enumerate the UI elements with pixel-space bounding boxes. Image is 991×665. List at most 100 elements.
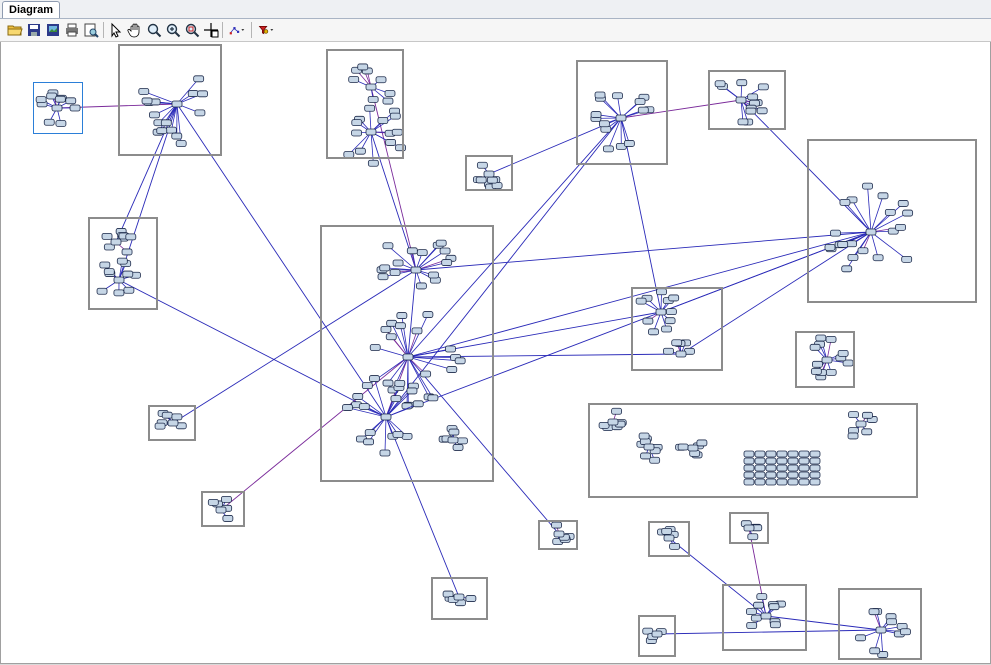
- graph-node[interactable]: [902, 209, 914, 217]
- graph-node[interactable]: [96, 287, 108, 295]
- graph-node[interactable]: [402, 353, 414, 361]
- graph-node[interactable]: [736, 79, 748, 87]
- graph-node[interactable]: [354, 147, 366, 155]
- graph-node[interactable]: [809, 478, 821, 486]
- graph-node[interactable]: [551, 521, 562, 529]
- graph-node[interactable]: [664, 317, 676, 325]
- save-image-icon[interactable]: [44, 21, 62, 39]
- graph-node[interactable]: [671, 339, 683, 347]
- graph-node[interactable]: [862, 411, 873, 419]
- cluster-frame[interactable]: [320, 225, 494, 482]
- layout-icon[interactable]: [226, 21, 248, 39]
- graph-node[interactable]: [855, 420, 867, 428]
- graph-node[interactable]: [222, 515, 234, 522]
- cluster-frame[interactable]: [148, 405, 196, 441]
- graph-node[interactable]: [171, 100, 183, 108]
- graph-node[interactable]: [445, 345, 456, 353]
- graph-node[interactable]: [385, 333, 397, 341]
- graph-node[interactable]: [847, 254, 859, 261]
- graph-node[interactable]: [638, 432, 650, 440]
- graph-node[interactable]: [847, 432, 859, 440]
- graph-node[interactable]: [798, 450, 810, 458]
- graph-node[interactable]: [635, 297, 647, 305]
- graph-node[interactable]: [753, 601, 764, 609]
- graph-node[interactable]: [379, 449, 391, 457]
- graph-node[interactable]: [663, 347, 674, 355]
- cluster-frame[interactable]: [838, 588, 922, 660]
- graph-node[interactable]: [364, 429, 376, 437]
- move-node-icon[interactable]: [202, 21, 220, 39]
- graph-node[interactable]: [877, 192, 889, 200]
- graph-node[interactable]: [869, 647, 881, 655]
- graph-node[interactable]: [54, 95, 66, 103]
- graph-node[interactable]: [364, 104, 376, 112]
- graph-node[interactable]: [669, 543, 680, 550]
- graph-node[interactable]: [897, 200, 909, 207]
- graph-node[interactable]: [365, 128, 377, 136]
- graph-node[interactable]: [651, 630, 663, 638]
- graph-node[interactable]: [607, 418, 619, 426]
- graph-node[interactable]: [875, 626, 887, 634]
- graph-node[interactable]: [798, 478, 810, 486]
- graph-node[interactable]: [809, 464, 821, 472]
- graph-node[interactable]: [446, 366, 458, 373]
- graph-node[interactable]: [787, 464, 799, 472]
- graph-node[interactable]: [65, 97, 77, 105]
- zoom-in-icon[interactable]: [164, 21, 182, 39]
- cluster-frame[interactable]: [465, 155, 513, 191]
- graph-node[interactable]: [760, 612, 772, 620]
- graph-node[interactable]: [776, 464, 788, 472]
- graph-node[interactable]: [406, 247, 418, 255]
- cluster-frame[interactable]: [648, 521, 690, 557]
- graph-node[interactable]: [476, 161, 488, 169]
- graph-node[interactable]: [757, 83, 769, 91]
- graph-node[interactable]: [746, 608, 757, 615]
- graph-node[interactable]: [382, 379, 394, 387]
- graph-node[interactable]: [857, 247, 869, 255]
- cluster-frame[interactable]: [708, 70, 786, 130]
- graph-node[interactable]: [776, 471, 788, 479]
- graph-node[interactable]: [465, 595, 477, 602]
- cluster-frame[interactable]: [118, 44, 222, 156]
- graph-node[interactable]: [377, 273, 389, 281]
- graph-node[interactable]: [861, 428, 873, 436]
- graph-node[interactable]: [415, 282, 427, 290]
- graph-node[interactable]: [754, 471, 766, 479]
- graph-node[interactable]: [351, 129, 362, 137]
- graph-node[interactable]: [747, 533, 759, 541]
- graph-node[interactable]: [110, 238, 122, 246]
- graph-node[interactable]: [809, 457, 821, 465]
- graph-node[interactable]: [768, 603, 780, 611]
- graph-node[interactable]: [765, 478, 777, 486]
- graph-node[interactable]: [798, 464, 810, 472]
- graph-node[interactable]: [598, 421, 610, 429]
- graph-node[interactable]: [352, 393, 364, 400]
- cluster-frame[interactable]: [576, 60, 668, 165]
- graph-node[interactable]: [754, 478, 766, 486]
- graph-node[interactable]: [841, 265, 853, 273]
- cluster-frame[interactable]: [88, 217, 158, 310]
- graph-node[interactable]: [663, 534, 675, 542]
- graph-node[interactable]: [598, 120, 610, 128]
- graph-node[interactable]: [855, 634, 866, 642]
- graph-node[interactable]: [380, 325, 392, 333]
- graph-node[interactable]: [358, 403, 370, 411]
- graph-node[interactable]: [193, 75, 205, 83]
- graph-node[interactable]: [901, 255, 913, 263]
- cluster-frame[interactable]: [638, 615, 676, 657]
- graph-node[interactable]: [756, 107, 768, 115]
- graph-node[interactable]: [35, 96, 47, 104]
- zoom-icon[interactable]: [145, 21, 163, 39]
- graph-node[interactable]: [776, 450, 788, 458]
- filter-icon[interactable]: [255, 21, 277, 39]
- graph-node[interactable]: [553, 530, 565, 538]
- graph-node[interactable]: [872, 254, 884, 262]
- graph-node[interactable]: [428, 271, 439, 279]
- graph-node[interactable]: [809, 450, 821, 458]
- graph-node[interactable]: [825, 336, 837, 343]
- graph-node[interactable]: [194, 109, 206, 117]
- graph-node[interactable]: [389, 112, 401, 120]
- graph-node[interactable]: [483, 170, 495, 178]
- graph-node[interactable]: [787, 450, 799, 458]
- diagram-canvas[interactable]: [0, 42, 991, 664]
